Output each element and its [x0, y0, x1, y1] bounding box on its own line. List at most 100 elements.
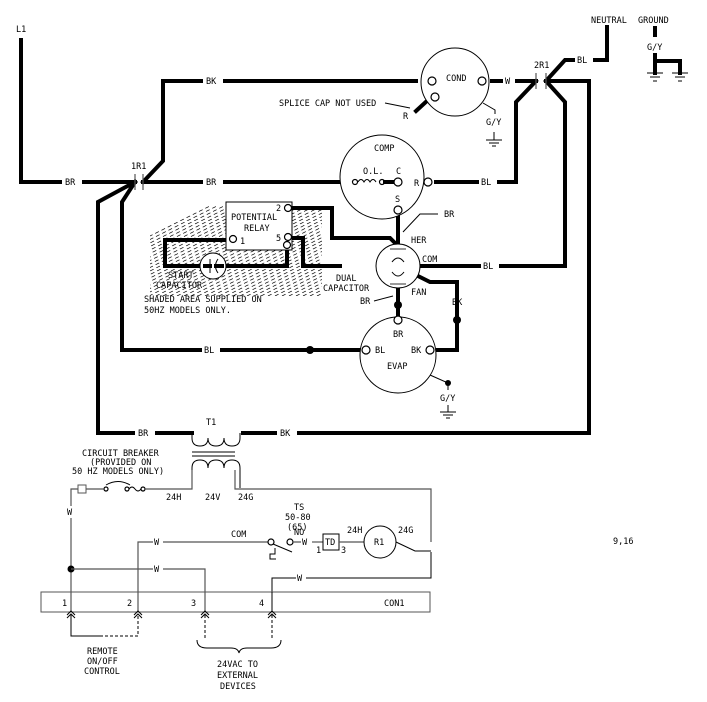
wire-label-w: W [505, 77, 511, 87]
td-t1-label: 1 [316, 546, 321, 556]
relay-t1-label: 1 [240, 237, 245, 247]
r1-label: R1 [374, 538, 384, 548]
con1-pin-1: 1 [62, 599, 67, 609]
cond-terminal [477, 76, 487, 86]
wire-label-w: W [67, 508, 73, 518]
start-cap-label-2: CAPACITOR [156, 281, 203, 291]
wire-label-br: BR [206, 178, 217, 188]
hatch-line [150, 205, 260, 261]
hatch-line [190, 230, 322, 296]
comp-r-label: R [414, 179, 420, 189]
relay-t2-label: 2 [276, 204, 281, 214]
dual-cap-label-2: CAPACITOR [323, 284, 370, 294]
ts-set: (65) [287, 523, 307, 533]
remote-control-lead [100, 615, 139, 637]
external-note-2: EXTERNAL [217, 671, 258, 681]
comp-c-label: C [396, 167, 401, 177]
capacitor-icon [390, 248, 406, 285]
fan-br-label: BR [360, 297, 371, 307]
wire-label-bk: BK [280, 429, 291, 439]
her-label: HER [411, 236, 427, 246]
relay-label-2: RELAY [244, 224, 270, 234]
wire-label-bl: BL [577, 56, 587, 66]
ground-icon [647, 72, 663, 82]
ground-label: GROUND [638, 16, 669, 26]
hatch-line [150, 205, 288, 275]
hatch-line [150, 205, 295, 279]
wire-label-w: W [154, 538, 160, 548]
r1-24h-label: 24H [347, 526, 362, 536]
remote-note-1: REMOTE [87, 647, 118, 657]
td-t3-label: 3 [341, 546, 346, 556]
con1-pin-3: 3 [191, 599, 196, 609]
cond-terminal [427, 76, 437, 86]
evap-bk-terminal [425, 345, 435, 355]
wire-relay-2-her [290, 206, 401, 249]
relay-t5-label: 5 [276, 234, 281, 244]
wire-label-br: BR [65, 178, 76, 188]
wire-relay-5 [290, 236, 342, 268]
wire-label-bl: BL [483, 262, 493, 272]
hatch-line [150, 205, 253, 258]
cond-terminal [430, 92, 440, 102]
wire-24g [234, 470, 432, 542]
pin-socket-icon [267, 610, 277, 619]
con1-label: CON1 [384, 599, 404, 609]
relay-terminal [228, 234, 238, 244]
comp-r-terminal [423, 177, 433, 187]
comp-motor [339, 134, 425, 220]
wire-label-br: BR [138, 429, 149, 439]
hatch-line [150, 209, 322, 296]
fan-label: FAN [411, 288, 426, 298]
shaded-area [150, 205, 322, 296]
ts-label: TS [294, 503, 304, 513]
relay-terminal [282, 240, 292, 250]
l1-label: L1 [16, 25, 26, 35]
hatch-line [155, 212, 322, 296]
pin-socket-icon [66, 610, 76, 619]
evap-bl-terminal [361, 345, 371, 355]
pin-socket-icons [66, 610, 277, 619]
shaded-note-2: 50HZ MODELS ONLY. [144, 306, 231, 316]
ts-no-label: NO [294, 528, 304, 538]
con1-pin-2: 2 [127, 599, 132, 609]
splice-cap-note: SPLICE CAP NOT USED [279, 99, 376, 109]
circuit-breaker-icon [77, 481, 146, 494]
evap-label: EVAP [387, 362, 407, 372]
br-pointer [373, 295, 394, 302]
ground-icon [440, 405, 456, 419]
ts-range: 50-80 [285, 513, 311, 523]
junction-dot [394, 301, 402, 309]
transformer-24g: 24G [238, 493, 253, 503]
transformer-label: T1 [206, 418, 216, 428]
transformer-icon [191, 433, 241, 488]
transformer-24v: 24V [205, 493, 220, 503]
evap-ground-lead [429, 374, 449, 384]
pin-socket-icon [133, 610, 143, 619]
hatch-line [150, 205, 309, 286]
wire-com-evap-bk [395, 263, 459, 352]
wire-label-w: W [297, 574, 303, 584]
overload-coil-icon [351, 178, 394, 186]
page-reference: 9,16 [613, 537, 633, 547]
hatch-line [150, 205, 281, 272]
wire-comp-r-bl [434, 78, 539, 184]
shaded-note-1: SHADED AREA SUPPLIED ON [144, 295, 262, 305]
comp-c-terminal [393, 177, 403, 187]
wire-bk-cond [140, 79, 418, 185]
wire-label-bk: BK [206, 77, 217, 87]
relay-contact-2r1 [535, 73, 547, 89]
comp-s-terminal [393, 205, 403, 215]
contact-1r1-label: 1R1 [131, 162, 146, 172]
neutral-label: NEUTRAL [591, 16, 627, 26]
cond-gy-label: G/Y [486, 118, 501, 128]
dual-cap-label-1: DUAL [336, 274, 356, 284]
comp-ol-label: O.L. [363, 167, 383, 177]
start-cap-label-1: START [168, 271, 194, 281]
pin-socket-icon [200, 610, 210, 619]
transformer-24h: 24H [166, 493, 181, 503]
external-note-3: DEVICES [220, 682, 256, 692]
wire-w-cb [70, 488, 78, 500]
remote-control-lead [70, 615, 100, 637]
